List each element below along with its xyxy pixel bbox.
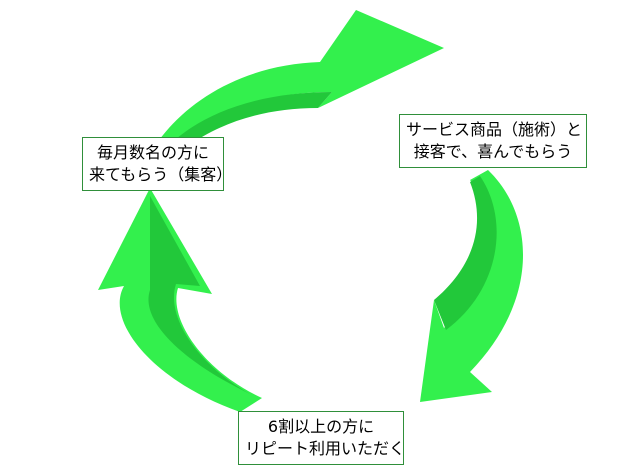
arrow-left-shade: [148, 196, 250, 394]
step-repeat-box: 6割以上の方に リピート利用いただく: [238, 411, 406, 465]
step-repeat-line-2: リピート利用いただく: [245, 439, 406, 458]
arrow-top: [142, 10, 444, 176]
step-repeat-line-1: 6割以上の方に: [267, 417, 375, 436]
arrow-left: [98, 188, 262, 412]
step-satisfy-line-1: サービス商品（施術）と: [406, 120, 583, 139]
step-satisfy-box: サービス商品（施術）と 接客で、喜んでもらう: [399, 114, 587, 168]
arrow-top-shade: [148, 92, 332, 176]
step-attract-line-1: 毎月数名の方に: [96, 143, 209, 162]
step-attract-line-2: 来てもらう（集客）: [89, 165, 233, 184]
arrow-right: [420, 170, 524, 402]
arrow-right-shade: [434, 176, 497, 330]
step-satisfy-line-2: 接客で、喜んでもらう: [413, 142, 573, 161]
step-attract-box: 毎月数名の方に 来てもらう（集客）: [82, 137, 233, 191]
